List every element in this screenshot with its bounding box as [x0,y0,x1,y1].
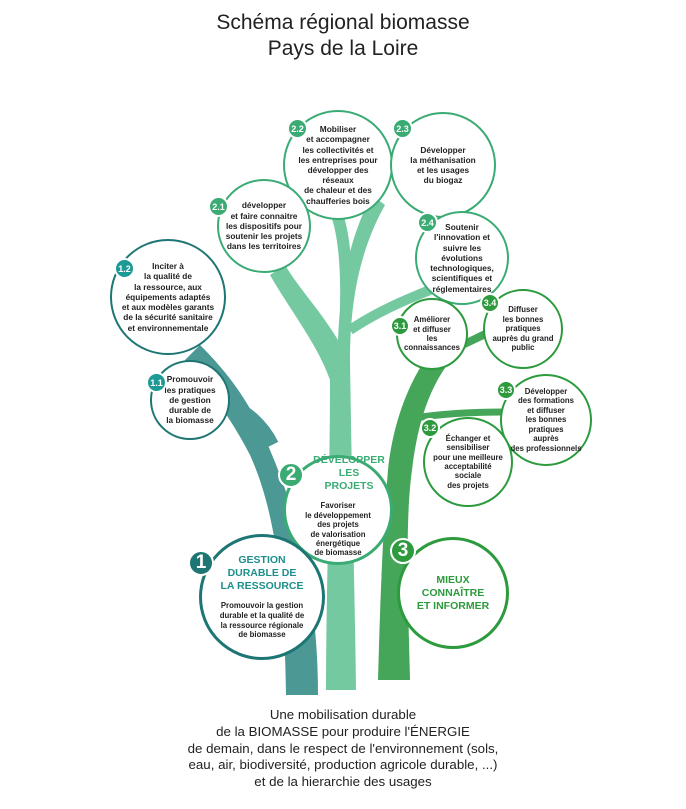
action-text: Inciter à la qualité de la ressource, au… [121,261,215,333]
action-node-1-2: Inciter à la qualité de la ressource, au… [110,239,226,355]
action-node-3-1: Améliorer et diffuser les connaissances [396,298,468,370]
badge-1-2: 1.2 [114,258,135,279]
badge-axis-1: 1 [188,550,214,576]
axis-2-heading: DÉVELOPPER LES PROJETS [313,454,385,493]
action-text: Échanger et sensibiliser pour une meille… [433,433,503,490]
title-line-1: Schéma régional biomasse [216,11,470,34]
action-text: développer et faire connaitre les dispos… [225,200,303,252]
badge-3-2: 3.2 [420,418,440,438]
footer-line: eau, air, biodiversité, production agric… [188,757,498,773]
axis-2-text: Favoriser le développement des projets d… [305,501,371,558]
axis-node-1: GESTION DURABLE DE LA RESSOURCE Promouvo… [199,534,325,660]
action-text: Développer des formations et diffuser le… [510,387,582,453]
badge-2-3: 2.3 [392,118,413,139]
badge-3-4: 3.4 [480,293,500,313]
trunk-axis-2 [270,195,385,690]
trunk-axis-3 [378,360,445,680]
branch-2-2 [332,216,353,331]
footer-line: de demain, dans le respect de l'environn… [187,740,499,756]
badge-3-3: 3.3 [496,380,516,400]
axis-1-heading: GESTION DURABLE DE LA RESSOURCE [220,554,304,593]
badge-2-2: 2.2 [287,118,308,139]
footer-line: et de la hierarchie des usages [254,774,432,790]
diagram-title: Schéma régional biomasse Pays de la Loir… [0,10,686,62]
footer-line: Une mobilisation durable [269,707,417,722]
title-line-2: Pays de la Loire [267,37,419,60]
branch-1-1 [225,398,279,449]
action-text: Développer la méthanisation et les usage… [410,144,476,186]
axis-3-heading: MIEUX CONNAÎTRE ET INFORMER [416,573,490,612]
action-text: Soutenir l'innovation et suivre les évol… [430,222,494,294]
action-node-1-1: Promouvoir les pratiques de gestion dura… [150,360,230,440]
badge-2-1: 2.1 [208,196,229,217]
footer-statement: Une mobilisation durable de la BIOMASSE … [0,707,686,791]
branch-2-4 [347,285,432,335]
axis-node-3: MIEUX CONNAÎTRE ET INFORMER [397,537,509,649]
badge-3-1: 3.1 [390,316,410,336]
action-text: Diffuser les bonnes pratiques auprès du … [492,305,554,353]
action-node-3-2: Échanger et sensibiliser pour une meille… [423,417,513,507]
badge-1-1: 1.1 [146,372,167,393]
action-node-2-1: développer et faire connaitre les dispos… [217,179,311,273]
action-text: Améliorer et diffuser les connaissances [404,315,460,353]
action-node-3-3: Développer des formations et diffuser le… [500,374,592,466]
badge-axis-3: 3 [390,538,416,564]
action-text: Mobiliser et accompagner les collectivit… [298,124,378,206]
action-text: Promouvoir les pratiques de gestion dura… [164,374,216,426]
branch-3-3 [414,408,506,422]
badge-axis-2: 2 [278,462,304,488]
footer-line: de la BIOMASSE pour produire l'ÉNERGIE [216,723,470,739]
axis-1-text: Promouvoir la gestion durable et la qual… [219,601,305,640]
badge-2-4: 2.4 [417,212,438,233]
